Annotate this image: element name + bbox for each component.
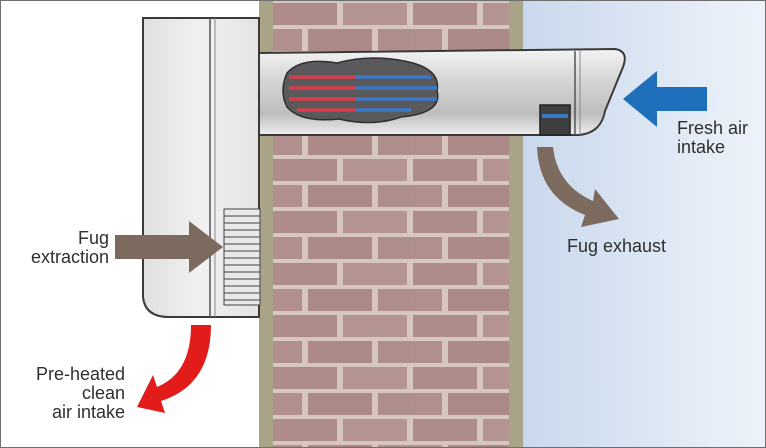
preheated-air-intake-label: Pre-heated clean air intake xyxy=(5,365,125,422)
preheated-line-3: air intake xyxy=(51,402,125,422)
core-lines-cool xyxy=(356,75,437,112)
fug-exhaust-arrow xyxy=(537,147,619,227)
fresh-air-arrow xyxy=(623,71,707,127)
fug-exhaust-label: Fug exhaust xyxy=(567,236,667,256)
preheated-air-arrow xyxy=(137,325,211,413)
heat-exchanger-core xyxy=(282,57,439,124)
fug-exhaust-vent xyxy=(539,104,571,136)
core-lines-warm xyxy=(289,75,356,112)
fresh-air-intake-line-2: intake xyxy=(677,137,726,157)
fug-extraction-label: Fug extraction xyxy=(9,229,109,267)
fresh-air-intake-line-1: Fresh air xyxy=(677,118,749,138)
fug-extraction-line-1: Fug xyxy=(77,228,109,248)
fresh-air-intake-label: Fresh air intake xyxy=(677,119,748,157)
preheated-line-2: clean xyxy=(81,383,125,403)
preheated-line-1: Pre-heated xyxy=(35,364,125,384)
fug-extraction-arrow xyxy=(115,221,223,273)
fug-extraction-line-2: extraction xyxy=(30,247,109,267)
fug-extraction-grille xyxy=(223,208,261,306)
fug-exhaust-vent-slot xyxy=(542,114,568,118)
